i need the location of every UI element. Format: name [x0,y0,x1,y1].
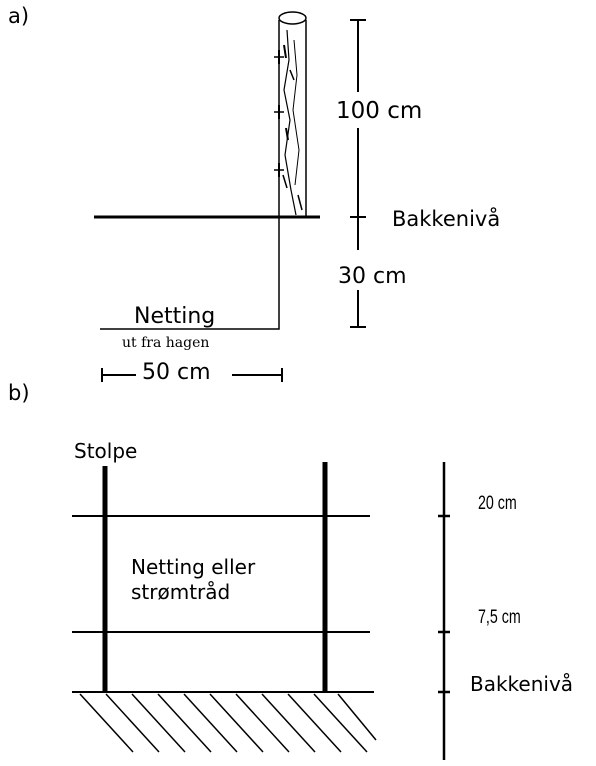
ground-hatching [79,693,377,753]
netting-length-label: 50 cm [142,360,211,385]
netting-label: Netting [134,304,216,329]
depth-below-label: 30 cm [336,264,409,289]
spacing-top-label: 20 cm [478,493,517,514]
panel-b-drawing [72,462,450,760]
ground-level-label-a: Bakkenivå [392,207,501,231]
fence-post [274,11,307,217]
height-above-label: 100 cm [334,98,425,124]
netting-or-wire-line2: strømtråd [131,580,231,604]
netting-direction-label: ut fra hagen [122,335,210,351]
post-label: Stolpe [74,439,138,463]
fence-wires [72,515,370,633]
panel-a-drawing [94,11,366,382]
length-dimension-a [101,368,283,382]
height-dimension-b [438,462,450,760]
underground-netting [100,217,280,330]
panel-a-label: a) [8,4,30,28]
panel-b-label: b) [8,381,30,405]
spacing-bottom-label: 7,5 cm [478,607,521,628]
ground-level-label-b: Bakkenivå [470,672,574,696]
height-dimension-a [350,19,366,328]
netting-or-wire-line1: Netting eller [131,555,256,579]
